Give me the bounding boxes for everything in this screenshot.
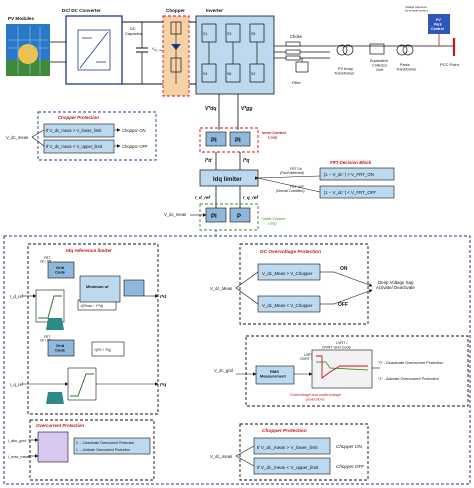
dcdc-label: DC/ DC Converter [62, 8, 101, 13]
lvrt-ovrt-grid-code: LVRT /OVRT Grid Code [322, 341, 351, 350]
cp-chopper-on: Chopper ON [336, 444, 362, 449]
switch-s5: S5 [251, 32, 255, 36]
chopper-rule-2-top: If V_dc_meas < V_upper_limit [46, 144, 103, 149]
frt-off-condition: |1 − V_dc⁻| < V_FRT_OFF [324, 190, 376, 195]
ov-rule-2: V_dc_Meas < V_Chopper [262, 303, 313, 308]
chopper-protection-title-top: Chopper Protection [58, 115, 99, 120]
pcc-point-label: PCC Point [440, 62, 460, 67]
switch-s6: S6 [227, 72, 231, 76]
inverter-label: Inverter [206, 8, 223, 13]
i-q-star-detail: I*q [160, 382, 166, 388]
i-d-ref-detail: I_d_ref [10, 294, 24, 299]
i-d-ref-mid: I_d_ref [195, 195, 211, 200]
vdc-meas-cp: V_dc_meas [210, 454, 232, 459]
v-dq-label: V*dq [205, 106, 216, 112]
chopper-protection-bottom: Chopper Protection If V_dc_meas > V_lowe… [210, 423, 369, 481]
vdc-meas-top: Vdc_meas [152, 47, 166, 52]
switch-s3: S3 [227, 32, 231, 36]
overcurrent-protection: Overcurrent Protection 0 → Deactivate Ov… [8, 419, 155, 481]
sqrt-1: √(I²max − I*²d) [80, 304, 103, 308]
v-gg-label: V*gg [241, 106, 252, 112]
ov-off: OFF [338, 302, 348, 308]
vdc-meas-chopper: V_dc_meas [6, 135, 28, 140]
chopper-rule-1-top: If V_dc_meas > V_lower_limit [46, 128, 102, 133]
dc-overvoltage-title: DC Overvoltage Protection [260, 249, 321, 255]
activate-overcurrent: "1" - Activate Overcurrent Protection [378, 377, 439, 381]
deactivate-overcurrent: "0" - Deactivate Overcurrent Protection [378, 361, 443, 365]
i-q-ref-mid: I_q_ref [243, 195, 259, 200]
p-outer: P [237, 214, 241, 220]
cp-rule-2: If V_dc_meas < V_upper_limit [257, 465, 319, 470]
choke-label: Choke [290, 34, 303, 39]
chopper-off-top: Chopper OFF [122, 144, 148, 149]
frt-on-condition: |1 − V_dc⁻| > V_FRT_ON [324, 172, 374, 177]
idq-limiter-label: Idq limiter [213, 177, 242, 183]
pv-modules-label: PV Modules [8, 16, 34, 21]
vdc-meas-pi: V_dc_meas [164, 212, 186, 217]
control-section: Chopper Protection If V_dc_meas > V_lowe… [6, 94, 395, 231]
frt-on-label: FRT On(Fault detected) [280, 167, 304, 175]
dcdc-frame [65, 15, 123, 85]
frt-off-label: FRT OFF(Normal Condition) [276, 185, 305, 193]
chopper-protection-box-top [37, 111, 157, 161]
pi-inner-1: PI [211, 138, 217, 144]
i-abc-grid: I_abc_grid [8, 439, 26, 443]
detail-frame [3, 235, 471, 485]
switch-s1: S1 [203, 32, 207, 36]
switch-s4: S4 [203, 72, 207, 76]
pi-outer: PI [211, 214, 217, 220]
overcurrent-title: Overcurrent Protection [36, 423, 84, 428]
i-q-ref-detail: I_q_ref [10, 382, 24, 387]
cp-chopper-off: Chopper OFF [336, 464, 365, 469]
idq-limiter-title: Idq reference limiter [66, 248, 113, 254]
frt-decision-title: FRT Decision Block [330, 160, 372, 165]
pi-inner-2: PI [235, 138, 241, 144]
inner-control-box [199, 127, 259, 153]
vdc-grid: V_dc_grid [214, 368, 234, 373]
pv-module-image [6, 24, 50, 76]
oc-rule-2: 1 → Activate Overcurrent Protection [76, 448, 130, 452]
lvrt-ovrt-trip: LVRT /OVRT Trip [300, 353, 317, 361]
oc-rule-1: 0 → Deactivate Overcurrent Protection [76, 441, 134, 445]
switch-s2: S2 [251, 72, 255, 76]
vdc-meas-ov: V_dc_Meas [210, 286, 232, 291]
ov-rule-1: V_dc_Meas > V_Chopper [262, 271, 313, 276]
sqrt-2: √(I²d + I²q) [94, 348, 111, 352]
chopper-protection-title-bottom: Chopper Protection [262, 428, 307, 434]
filter-label: Filter [292, 80, 302, 85]
ov-on: ON [340, 266, 348, 272]
i-q-star-mid: I*q [243, 158, 249, 164]
pv-park-control-box [428, 14, 450, 34]
chopper-label: Chopper [166, 8, 185, 13]
chopper-on-top: Chopper ON [122, 128, 146, 133]
dc-overvoltage-protection: DC Overvoltage Protection V_dc_Meas > V_… [210, 243, 415, 325]
outer-control-box [199, 203, 259, 231]
minimum-of: Minimum of [86, 284, 109, 289]
i-d-star-mid: I*d [205, 158, 212, 164]
cp-rule-1: If V_dc_meas > V_lower_limit [257, 445, 318, 450]
i-max-meas: I_max_meas [8, 455, 30, 459]
i-d-star-detail: I*d [160, 294, 167, 300]
